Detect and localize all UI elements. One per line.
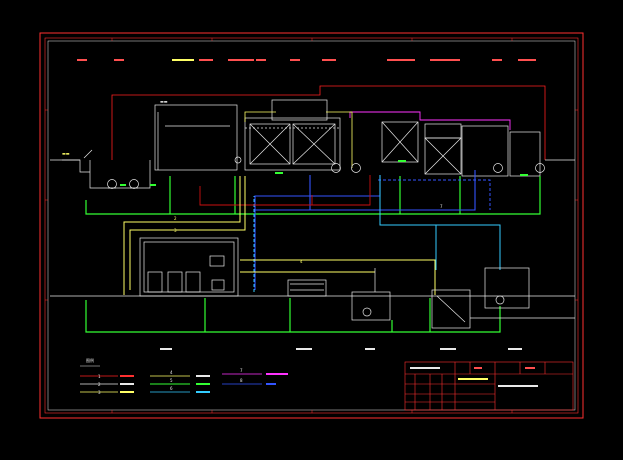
inner-frame xyxy=(44,37,579,414)
legend-line-number: 7 xyxy=(240,368,243,373)
bottom-captions xyxy=(160,348,522,350)
magenta-line xyxy=(349,111,511,130)
level-tags xyxy=(120,160,528,186)
line-number-tag: 2 xyxy=(174,216,177,221)
belt-press xyxy=(287,279,327,297)
legend-line-number: 2 xyxy=(98,382,101,387)
outer-frame xyxy=(39,32,584,419)
legend-line-number: 5 xyxy=(170,378,173,383)
legend-line-number: 8 xyxy=(240,378,243,383)
tank-tag: ▬▬ xyxy=(160,99,168,104)
legend-line-number: 1 xyxy=(98,374,101,379)
cyan-lines xyxy=(253,175,501,292)
label-inlet: ▬▬ xyxy=(62,151,70,156)
line-number-tag: 4 xyxy=(300,259,303,264)
legend-line-number: 3 xyxy=(98,390,101,395)
top-captions xyxy=(77,59,536,61)
yellow-dosing-lines xyxy=(123,176,436,295)
green-sludge-lines xyxy=(85,176,541,333)
filter-towers xyxy=(381,121,541,177)
pump-icon xyxy=(234,156,545,173)
dosing-room xyxy=(139,237,239,297)
legend-line-number: 4 xyxy=(170,370,173,375)
title-block xyxy=(404,361,574,411)
aeration-tank xyxy=(154,104,238,171)
inlet-tank xyxy=(62,149,151,189)
red-return-line xyxy=(111,85,546,160)
dark-red-line xyxy=(199,175,371,206)
sludge-tanks xyxy=(351,267,530,329)
legend-title: 图例 xyxy=(86,357,94,363)
frame-ticks xyxy=(45,38,578,413)
legend: 图例 xyxy=(80,357,288,393)
drawing-border xyxy=(47,40,576,411)
title-block-text xyxy=(410,367,538,387)
legend-line-number: 6 xyxy=(170,386,173,391)
membrane-tank xyxy=(244,99,341,171)
line-number-tag: 3 xyxy=(174,228,177,233)
line-number-tag: 7 xyxy=(440,204,443,209)
pump-icon xyxy=(107,179,139,189)
